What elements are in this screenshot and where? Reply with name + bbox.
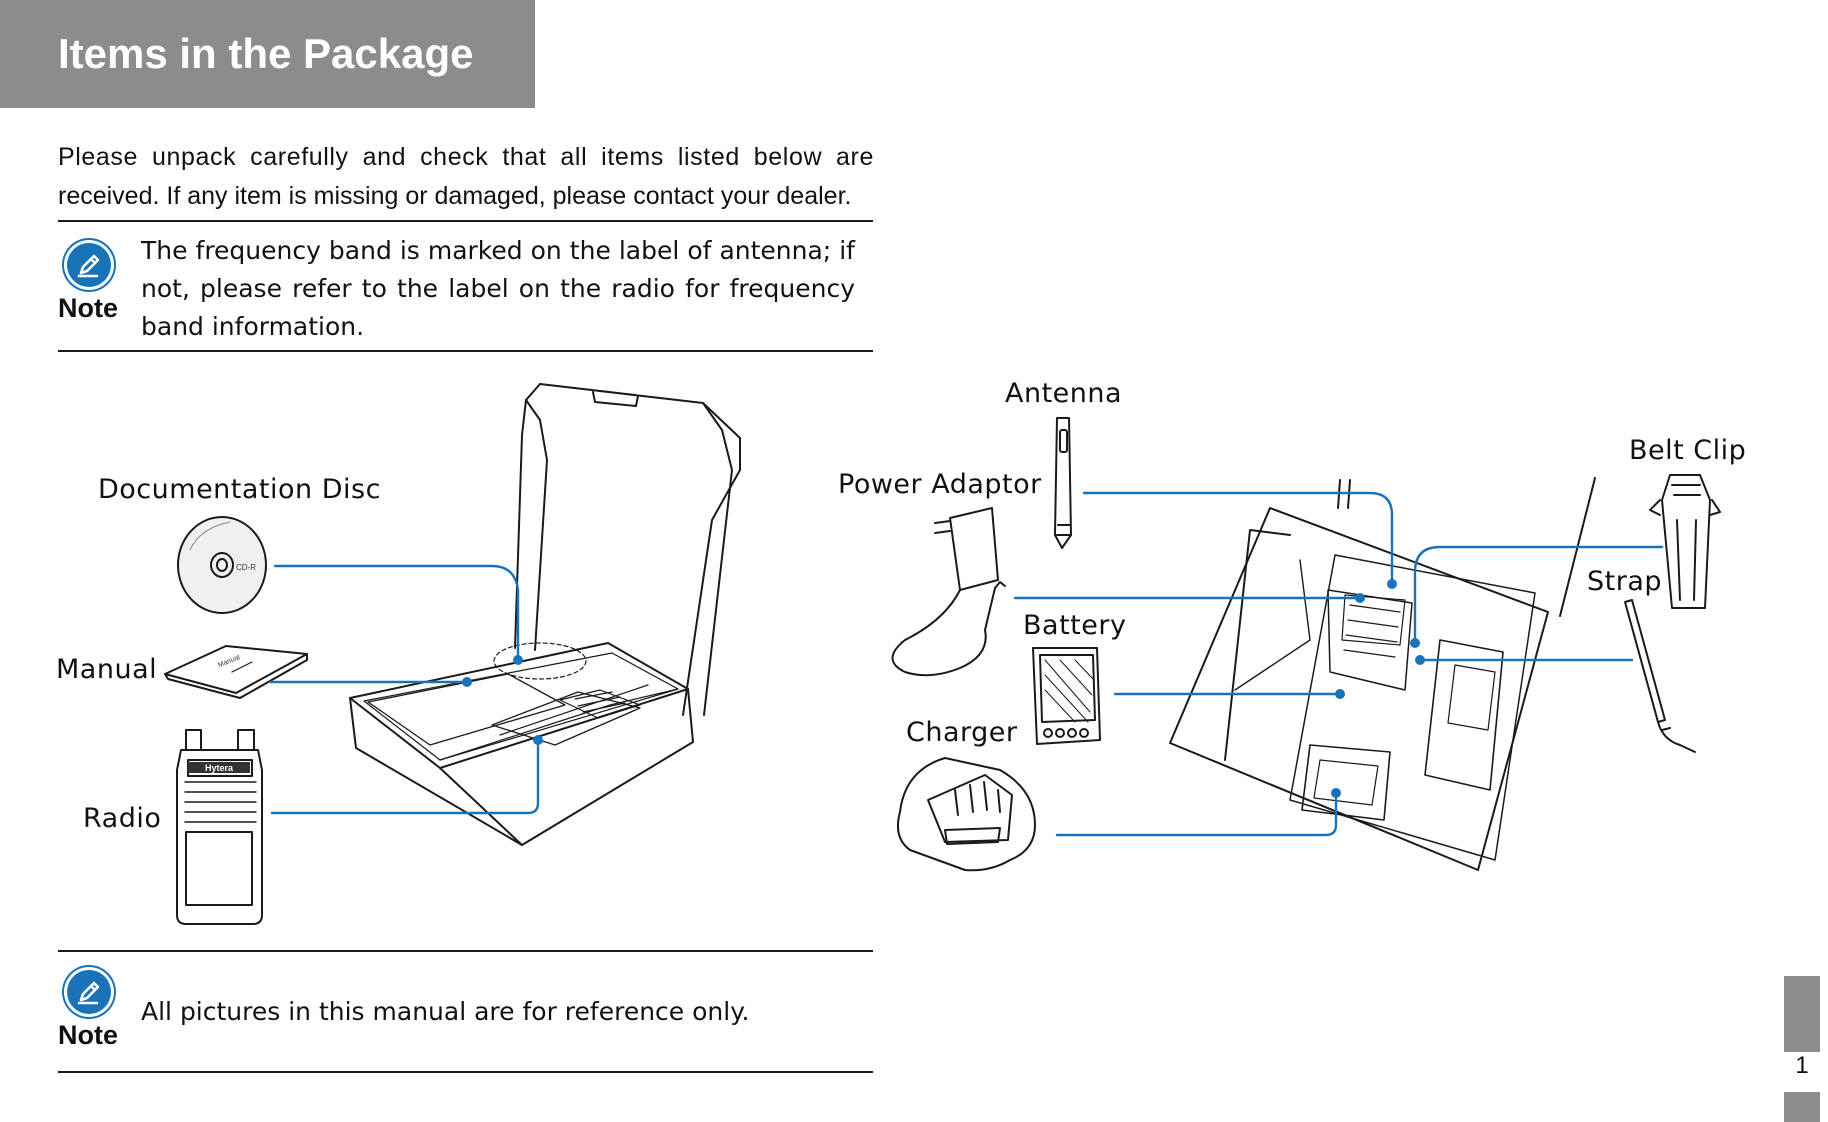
antenna-illustration: [1054, 417, 1072, 549]
radio-illustration: [176, 729, 263, 925]
callout-line-belt-clip: [1413, 545, 1664, 645]
note-pencil-icon: [67, 970, 111, 1014]
note-top-rule-bottom: [58, 350, 873, 352]
battery-illustration: [1032, 647, 1101, 745]
note-top-text: The frequency band is marked on the labe…: [141, 232, 855, 346]
page-title: Items in the Package: [58, 30, 474, 77]
charger-illustration: [897, 757, 1036, 872]
note-top-rule-top: [58, 220, 873, 222]
callout-line-charger: [1055, 791, 1338, 837]
intro-line-1: Please unpack carefully and check that a…: [58, 143, 874, 171]
callout-line-disc: [273, 564, 520, 662]
strap-illustration: [1624, 599, 1696, 753]
radio-brand-text: Hytera: [205, 763, 234, 773]
label-charger: Charger: [906, 717, 1018, 748]
label-power-adaptor: Power Adaptor: [838, 469, 1042, 500]
callout-line-radio: [270, 738, 540, 815]
page-tab-lower: [1784, 1092, 1820, 1122]
note-bottom-rule-bottom: [58, 1071, 873, 1073]
note-bottom-rule-top: [58, 950, 873, 952]
manual-illustration: [164, 645, 308, 699]
disc-text: CD-R: [236, 563, 256, 572]
note-top-line-1: The frequency band is marked on the labe…: [141, 236, 855, 265]
package-box-illustration: [349, 383, 741, 846]
label-strap: Strap: [1587, 566, 1663, 597]
note-pencil-icon: [67, 243, 111, 287]
page-number: 1: [1795, 1052, 1809, 1079]
label-antenna: Antenna: [1005, 378, 1123, 409]
power-adaptor-illustration: [891, 507, 1006, 677]
callout-line-antenna: [1082, 491, 1394, 586]
note-top-label: Note: [58, 293, 118, 323]
note-top-line-2: not, please refer to the label on the ra…: [141, 274, 855, 303]
note-bottom-text: All pictures in this manual are for refe…: [141, 997, 750, 1026]
callout-dots: [462, 579, 1425, 798]
note-bottom-label: Note: [58, 1020, 118, 1050]
documentation-disc-illustration: [177, 516, 267, 614]
page-tab-upper: [1784, 976, 1820, 1052]
note-top-line-3: band information.: [141, 312, 365, 341]
charger-box-illustration: [1169, 477, 1596, 871]
intro-line-2: received. If any item is missing or dama…: [58, 182, 852, 210]
label-radio: Radio: [83, 803, 162, 834]
label-documentation-disc: Documentation Disc: [98, 474, 381, 505]
header-band: [0, 0, 535, 108]
callout-lines: [268, 491, 1664, 837]
label-battery: Battery: [1023, 610, 1127, 641]
label-belt-clip: Belt Clip: [1629, 435, 1747, 466]
label-manual: Manual: [56, 654, 158, 685]
belt-clip-illustration: [1649, 474, 1721, 609]
intro-paragraph: Please unpack carefully and check that a…: [58, 138, 874, 216]
